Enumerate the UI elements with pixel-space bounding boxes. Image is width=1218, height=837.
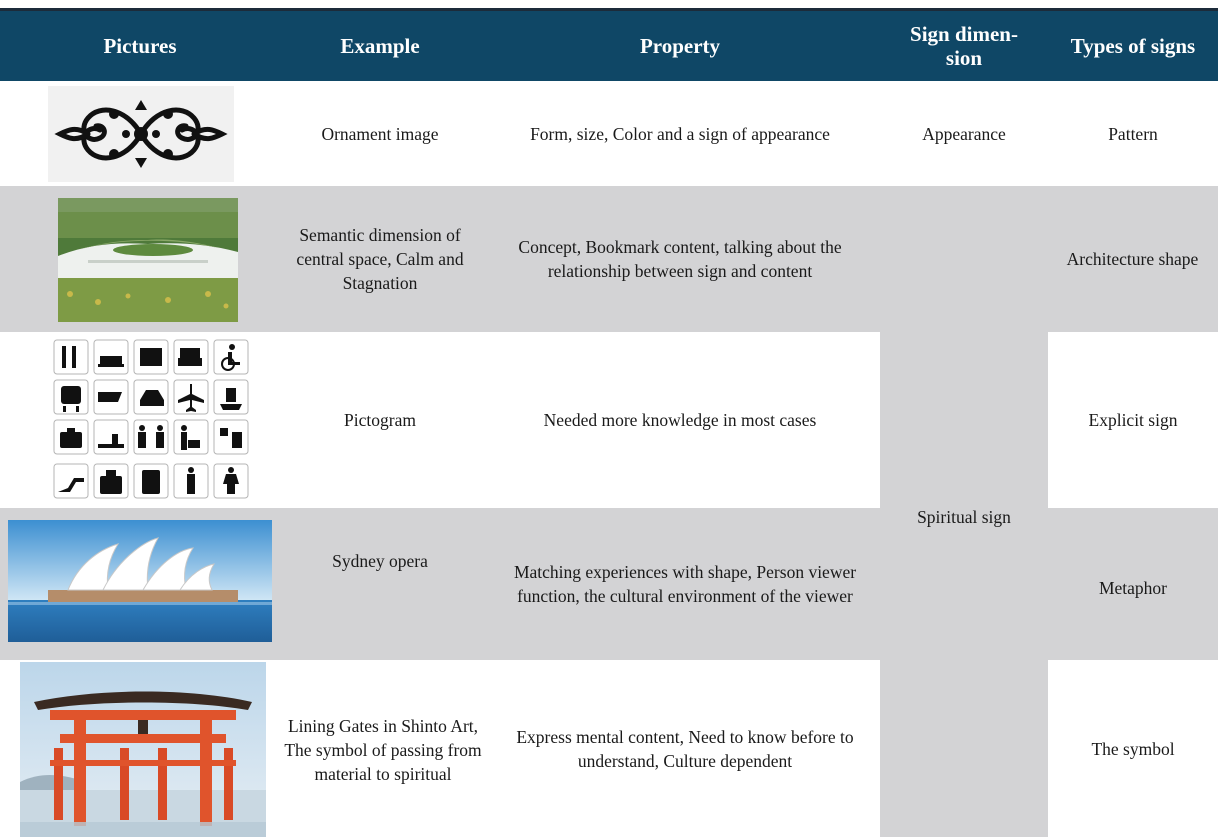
type-of-sign-cell: Metaphor (1098, 578, 1168, 598)
property-cell: Matching experiences with shape, Person … (513, 562, 857, 606)
table-top-rule (0, 8, 1218, 11)
property-cell: Needed more knowledge in most cases (543, 410, 817, 430)
property-cell: Express mental content, Need to know bef… (516, 726, 854, 771)
type-of-sign-cell: Architecture shape (1066, 249, 1199, 269)
type-of-sign-cell: Explicit sign (1088, 410, 1178, 430)
pictogram-grid (50, 336, 254, 502)
type-of-sign-cell: The symbol (1091, 738, 1175, 759)
type-of-sign-cell: Pattern (1108, 123, 1158, 144)
header-sign-dimension: Sign dimen- sion (910, 22, 1018, 70)
header-property: Property (639, 34, 721, 58)
property-cell: Concept, Bookmark content, talking about… (518, 237, 842, 281)
example-cell: Ornament image (321, 123, 439, 144)
example-cell: Lining Gates in Shinto Art, The symbol o… (284, 716, 482, 784)
sign-dimension-cell: Appearance (922, 123, 1006, 144)
example-cell: Pictogram (344, 410, 416, 430)
header-types-of-signs: Types of signs (1070, 34, 1196, 58)
green-roof-building-photo (58, 198, 238, 322)
example-cell: Sydney opera (332, 551, 428, 571)
merged-sign-dimension-cell (880, 332, 1048, 837)
example-cell: Semantic dimension of central space, Cal… (296, 225, 464, 293)
sydney-opera-photo (8, 520, 272, 642)
table-header: Pictures Example Property Sign dimen- si… (0, 11, 1218, 81)
sign-dimension-cell: Spiritual sign (917, 507, 1011, 527)
header-pictures: Pictures (103, 34, 177, 58)
ornament-image (48, 86, 234, 182)
header-example: Example (340, 34, 420, 58)
property-cell: Form, size, Color and a sign of appearan… (530, 123, 830, 144)
torii-gate-photo (20, 662, 266, 837)
